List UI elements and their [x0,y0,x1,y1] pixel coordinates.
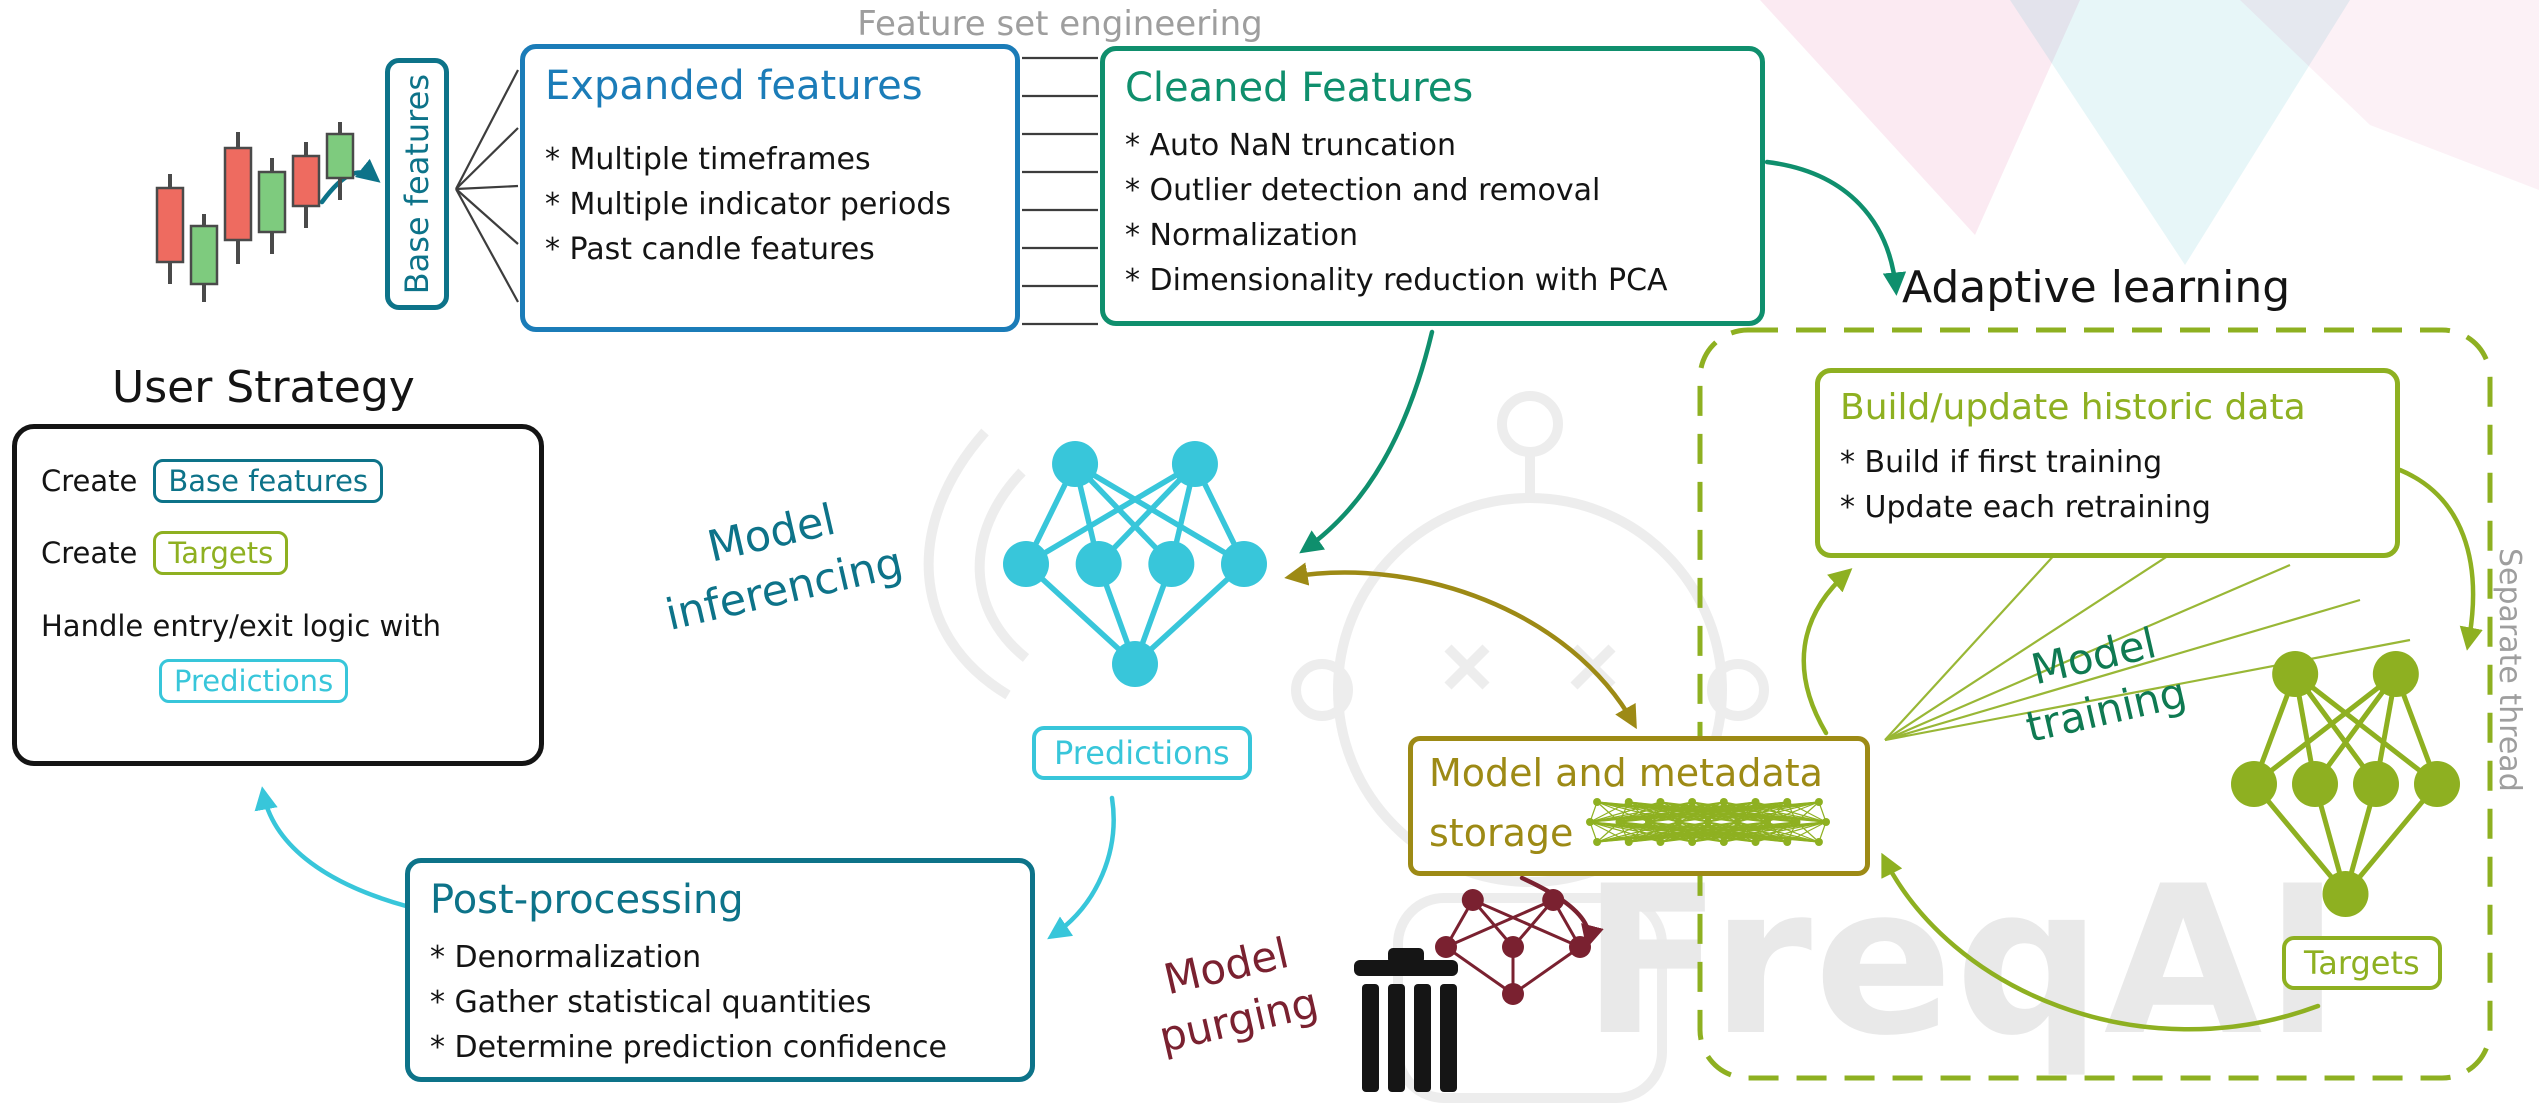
purged-network-icon [1435,889,1591,1005]
training-targets-chip: Targets [2282,936,2442,990]
feature-item: * Update each retraining [1840,490,2211,525]
feature-item: * Build if first training [1840,445,2163,480]
create-label: Create [41,464,138,498]
predictions-output-chip: Predictions [1032,726,1252,780]
post-processing-title: Post-processing [430,877,744,923]
user-strategy-box: Create Base features Create Targets Hand… [12,424,544,766]
training-network-icon [2231,651,2460,917]
create-label: Create [41,536,138,570]
base-features-box: Base features [385,58,449,310]
create-base-features-row: Create Base features [41,459,515,503]
storage-title-line2: storage [1429,811,1574,855]
feature-item: * Auto NaN truncation [1125,128,1456,163]
predictions-row: Predictions [159,659,515,703]
storage-title-line1: Model and metadata [1429,751,1823,795]
feature-item: * Dimensionality reduction with PCA [1125,263,1668,298]
feature-item: * Normalization [1125,218,1359,253]
predictions-chip: Predictions [159,659,349,703]
targets-chip: Targets [153,531,289,575]
handle-logic-label: Handle entry/exit logic with [41,609,442,643]
user-strategy-heading: User Strategy [112,362,415,413]
feature-item: * Determine prediction confidence [430,1030,947,1065]
predictions-network-icon [1003,441,1267,687]
post-processing-box: Post-processing * Denormalization * Gath… [405,858,1035,1082]
candlestick-icon [155,122,355,302]
feature-item: * Multiple indicator periods [545,187,952,222]
feature-set-engineering-label: Feature set engineering [857,4,1263,44]
cleaned-features-title: Cleaned Features [1125,65,1474,111]
expanded-features-box: Expanded features * Multiple timeframes … [520,44,1020,332]
adaptive-learning-heading: Adaptive learning [1902,262,2291,313]
watermark-shape-pink2 [2240,0,2539,190]
feature-item: * Multiple timeframes [545,142,871,177]
create-targets-row: Create Targets [41,531,515,575]
handle-logic-row: Handle entry/exit logic with [41,609,515,643]
cleaned-features-box: Cleaned Features * Auto NaN truncation *… [1100,46,1765,326]
watermark-shape-teal [2010,0,2350,265]
model-storage-box: Model and metadata storage [1408,736,1870,876]
feature-item: * Past candle features [545,232,875,267]
feature-item: * Denormalization [430,940,702,975]
separate-thread-label: Separate thread [2492,548,2527,792]
expanded-features-title: Expanded features [545,63,923,109]
watermark-shape-pink [1760,0,2080,235]
trash-icon [1354,948,1458,1092]
stored-network-icon [1586,798,1831,846]
base-features-chip: Base features [153,459,384,503]
base-features-label: Base features [398,73,436,295]
build-update-title: Build/update historic data [1840,387,2306,428]
feature-item: * Gather statistical quantities [430,985,872,1020]
build-update-box: Build/update historic data * Build if fi… [1815,368,2400,558]
feature-item: * Outlier detection and removal [1125,173,1601,208]
